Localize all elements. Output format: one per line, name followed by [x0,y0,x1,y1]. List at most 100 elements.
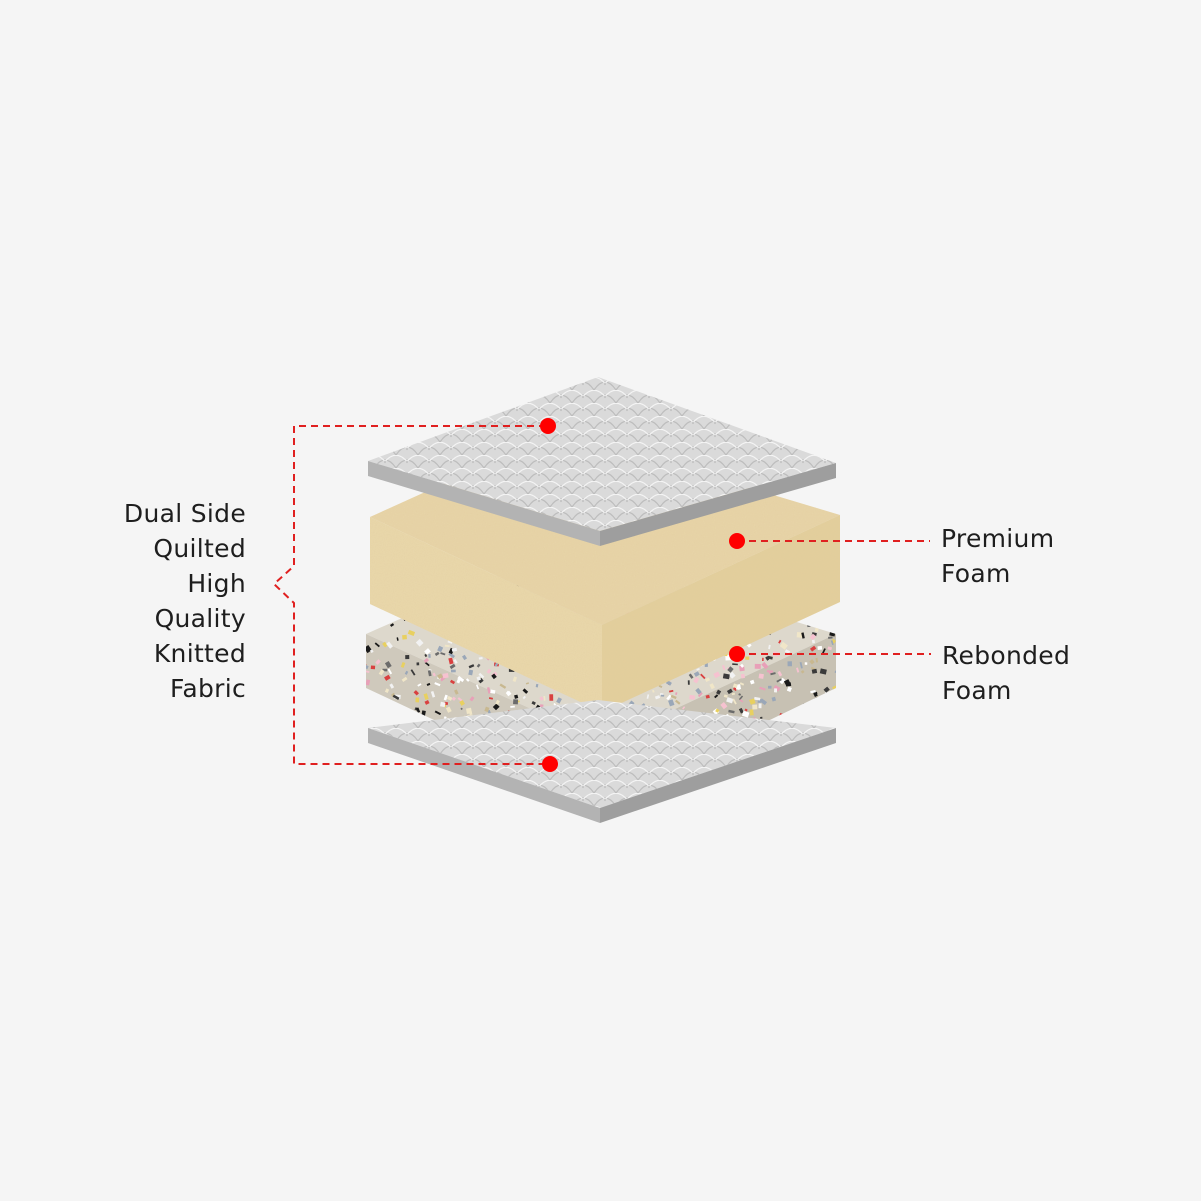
foam-chip [723,694,728,698]
foam-chip [779,641,788,650]
foam-chip [805,771,811,777]
foam-chip [366,670,370,673]
foam-chip [484,706,490,713]
foam-chip [759,686,766,691]
foam-chip [693,671,700,677]
foam-chip [457,675,465,683]
foam-chip [697,692,703,698]
foam-chip [481,783,488,789]
foam-chip [738,707,744,714]
foam-chip [767,781,775,787]
foam-chip [358,731,363,738]
foam-chip [749,709,754,716]
foam-chip [794,720,797,724]
foam-chip [478,677,484,684]
foam-chip [762,776,769,782]
foam-chip [451,647,458,652]
foam-chip [810,764,816,770]
foam-chip [709,683,715,690]
foam-chip [821,701,828,707]
foam-chip [768,685,772,689]
foam-chip [785,786,793,794]
foam-chip [809,633,817,641]
foam-chip [786,686,792,692]
foam-chip [395,766,402,772]
foam-chip [754,663,761,669]
foam-chip [478,672,485,679]
foam-chip [440,701,446,708]
foam-chip [716,689,722,695]
foam-chip [813,692,818,697]
foam-chip [447,775,454,783]
foam-chip [360,788,363,792]
foam-chip [423,693,429,701]
foam-chip [762,657,764,662]
foam-chip [390,787,396,793]
foam-chip [462,792,468,796]
foam-chip [360,739,365,743]
foam-chip [829,719,834,725]
foam-chip [442,673,449,679]
foam-chip [512,676,518,683]
foam-chip [454,689,459,695]
foam-chip [728,709,735,714]
foam-chip [449,801,454,806]
foam-chip [786,771,792,777]
foam-chip [821,756,826,763]
foam-chip [806,766,809,770]
foam-chip [366,776,368,783]
foam-chip [762,769,769,776]
foam-chip [462,654,468,661]
foam-chip [448,652,456,659]
foam-chip [493,796,499,800]
foam-chip [415,707,421,713]
foam-chip [464,789,470,794]
foam-chip [384,688,390,694]
foam-chip [810,622,818,627]
foam-chip [468,664,475,669]
foam-chip [728,788,734,794]
foam-chip [770,672,776,676]
foam-chip [448,778,454,785]
foam-chip [799,762,805,769]
foam-chip [835,628,836,636]
foam-chip [404,670,409,675]
foam-chip [513,699,519,705]
foam-chip [818,775,825,780]
foam-chip [549,694,554,701]
foam-chip [832,615,836,622]
foam-chip [470,805,474,812]
foam-chip [837,787,843,793]
foam-chip [739,665,745,672]
foam-chip [368,702,371,708]
foam-chip [380,781,386,786]
foam-chip [758,798,762,800]
foam-chip [531,701,536,706]
foam-chip [646,694,650,699]
foam-chip [410,669,416,676]
premium-foam-label-line: Foam [941,559,1011,588]
foam-chip [782,776,789,783]
foam-chip [379,767,385,773]
foam-chip [386,641,393,649]
foam-chip [825,754,832,761]
foam-chip [802,703,808,709]
foam-chip [687,680,690,685]
foam-chip [700,673,706,680]
top-fabric-layer [368,377,836,546]
foam-chip [449,663,456,670]
foam-chip [787,661,792,667]
foam-chip [468,710,473,716]
foam-chip [442,777,446,782]
foam-chip [458,784,463,788]
foam-chip [813,764,818,767]
rebonded-foam-label: Rebonded Foam [942,638,1070,708]
foam-chip [757,777,764,783]
foam-chip [556,697,562,704]
foam-chip [713,671,721,679]
foam-chip [811,750,814,757]
fabric-label-line: Quilted [153,534,246,563]
foam-chip [696,668,700,671]
foam-chip [668,689,674,693]
foam-chip [431,798,437,800]
